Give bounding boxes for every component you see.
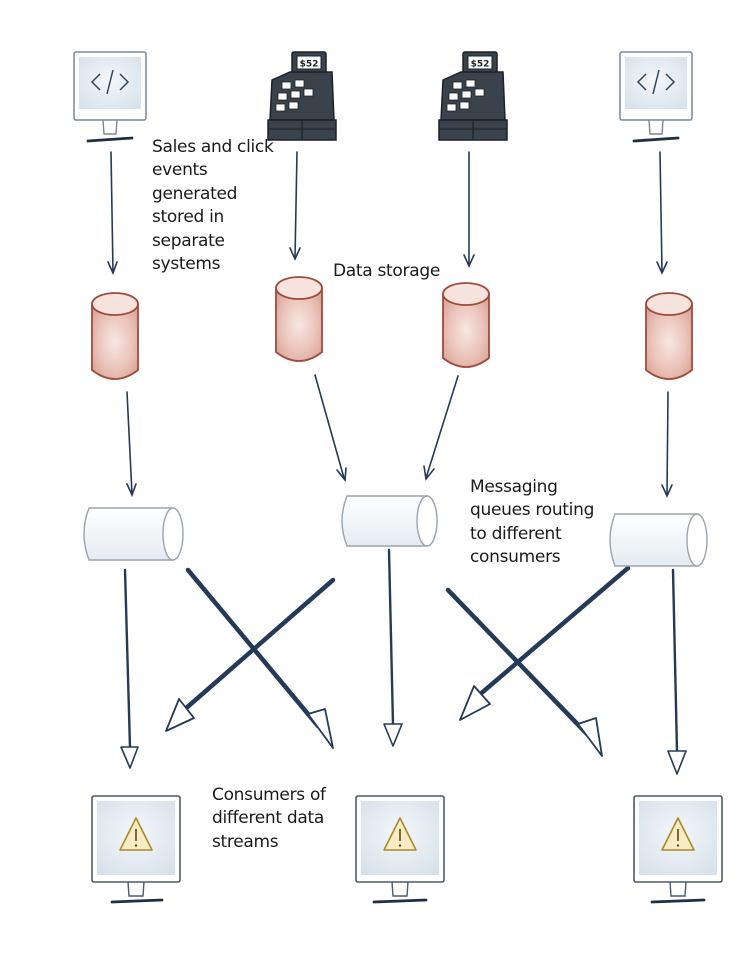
arrow-queue2-to-consumer1 bbox=[165, 577, 336, 732]
queue-icon bbox=[83, 507, 184, 561]
annotation-line: Messaging bbox=[470, 477, 558, 497]
queue-icon bbox=[341, 495, 438, 547]
register-display-text: $52 bbox=[300, 60, 319, 70]
cash-register-icon: $52 bbox=[438, 51, 508, 141]
cash-register-icon: $52 bbox=[267, 51, 337, 141]
arrow-source1-to-db1 bbox=[107, 151, 118, 276]
warning-monitor-icon bbox=[355, 795, 445, 904]
code-monitor-icon bbox=[73, 51, 147, 143]
annotation-line: Consumers of bbox=[212, 785, 326, 805]
database-icon bbox=[442, 282, 490, 368]
delivery-arrows bbox=[120, 548, 687, 775]
arrow-queue3-to-consumer2 bbox=[459, 565, 631, 721]
database-icon bbox=[91, 292, 139, 380]
annotation-line: consumers bbox=[470, 547, 561, 568]
arrow-queue3-to-consumer3 bbox=[667, 568, 687, 775]
queue-icon bbox=[609, 513, 708, 567]
arrow-db4-to-queue3 bbox=[661, 391, 673, 498]
annotation-line: different data bbox=[212, 808, 324, 829]
annotation-line: queues routing bbox=[470, 500, 595, 521]
arrow-queue1-to-consumer1 bbox=[120, 568, 139, 769]
annotation-line: events bbox=[152, 160, 208, 181]
arrow-queue2-to-consumer2 bbox=[383, 548, 403, 747]
database-icon bbox=[275, 276, 323, 362]
annotation-line: streams bbox=[212, 831, 279, 852]
annotation-line: systems bbox=[152, 254, 221, 275]
annotation-line: stored in bbox=[152, 207, 224, 228]
arrow-db3-to-queue2 bbox=[423, 375, 459, 481]
arrow-source4-to-db4 bbox=[656, 151, 668, 275]
database-icon bbox=[645, 292, 693, 380]
arrow-source3-to-db3 bbox=[463, 151, 475, 268]
annotation-line: Data storage bbox=[333, 261, 440, 281]
arrow-queue2-to-consumer3 bbox=[445, 587, 603, 757]
arrow-db1-to-queue1 bbox=[126, 391, 137, 498]
warning-monitor-icon bbox=[633, 795, 723, 904]
warning-monitor-icon bbox=[91, 795, 181, 904]
register-display-text: $52 bbox=[471, 60, 490, 70]
arrow-source2-to-db2 bbox=[289, 151, 301, 261]
annotation-consumers: Consumers of different data streams bbox=[212, 784, 326, 854]
annotation-data-storage: Data storage bbox=[333, 260, 440, 283]
annotation-messaging: Messaging queues routing to different co… bbox=[470, 476, 594, 570]
connector-arrows bbox=[107, 151, 673, 498]
annotation-line: Sales and click bbox=[152, 137, 274, 157]
annotation-line: to different bbox=[470, 523, 562, 544]
annotation-line: generated bbox=[152, 183, 238, 204]
annotation-line: separate bbox=[152, 230, 225, 251]
code-monitor-icon bbox=[619, 51, 693, 143]
arrow-db2-to-queue2 bbox=[314, 374, 347, 483]
annotation-sales-events: Sales and click events generated stored … bbox=[152, 136, 274, 277]
